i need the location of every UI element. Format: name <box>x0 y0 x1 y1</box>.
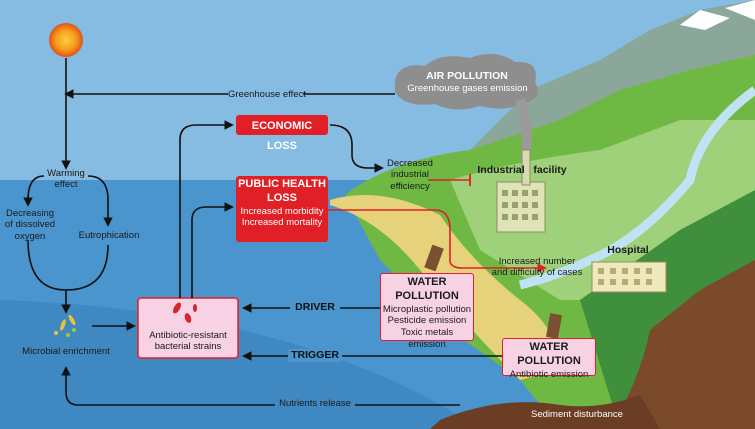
hospital-building <box>591 261 667 293</box>
water-pollution-1-line-2: Pesticide emission <box>387 315 467 327</box>
driver-label: DRIVER <box>290 301 340 314</box>
decreased-efficiency-label: Decreased industrial efficiency <box>387 158 433 192</box>
river <box>518 86 755 290</box>
water-pollution-box-1: WATER POLLUTION Microplastic pollution P… <box>380 273 474 350</box>
air-pollution-subtitle: Greenhouse gases emission <box>407 83 528 94</box>
pipe-lower <box>546 313 562 339</box>
antibiotic-resistant-label: Antibiotic-resistant bacterial strains <box>149 330 227 353</box>
hospital-label: Hospital <box>607 244 649 256</box>
smoke-cloud <box>395 53 538 110</box>
greenhouse-effect-label: Greenhouse effect <box>228 89 306 101</box>
bacteria-icon <box>173 302 197 323</box>
eutrophication-label: Eutrophication <box>78 230 140 241</box>
economic-loss-title: ECONOMIC LOSS <box>251 120 313 152</box>
air-pollution-title: AIR POLLUTION <box>426 70 508 82</box>
water-pollution-1-line-1: Microplastic pollution <box>382 303 472 315</box>
water-pollution-1-title: WATER POLLUTION <box>395 276 459 302</box>
water-pollution-2-title: WATER POLLUTION <box>517 341 581 367</box>
warming-effect-label: Warming effect <box>47 168 85 191</box>
public-health-title: PUBLIC HEALTH LOSS <box>238 178 326 204</box>
industrial-facility-label: Industrial facility <box>477 164 567 176</box>
water-pollution-2-line: Antibiotic emission <box>509 368 589 380</box>
increased-cases-label: Increased number and difficulty of cases <box>491 256 583 279</box>
trigger-label: TRIGGER <box>288 349 342 362</box>
factory-chimney <box>521 149 531 186</box>
antibiotic-box-bg <box>137 297 239 359</box>
public-health-line2: Increased mortality <box>241 217 323 229</box>
decreasing-oxygen-label: Decreasing of dissolved oxygen <box>4 208 56 242</box>
water-pollution-1-line-3: Toxic metals emission <box>400 327 454 351</box>
economic-loss-box: ECONOMIC LOSS <box>236 115 328 152</box>
deep-sea <box>0 300 480 429</box>
snow-peak <box>680 0 755 30</box>
nutrients-release-label: Nutrients release <box>275 398 355 410</box>
sediment <box>430 395 660 429</box>
cliff-brown <box>610 260 755 429</box>
microbe-icon <box>54 314 76 337</box>
sun <box>49 23 83 57</box>
water-pollution-box-2: WATER POLLUTION Antibiotic emission <box>502 338 596 380</box>
public-health-line1: Increased morbidity <box>240 205 324 217</box>
sediment-disturbance-label: Sediment disturbance <box>531 409 623 420</box>
public-health-box: PUBLIC HEALTH LOSS Increased morbidity I… <box>236 176 328 242</box>
pipe-upper <box>424 244 444 272</box>
microbial-enrichment-label: Microbial enrichment <box>22 346 110 357</box>
